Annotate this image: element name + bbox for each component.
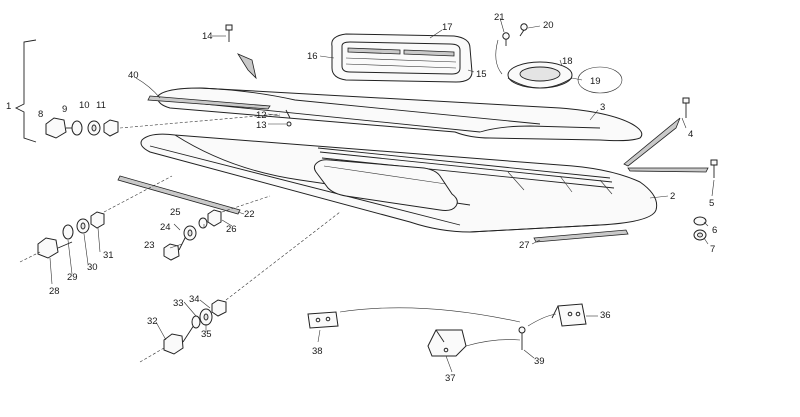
strip-22 xyxy=(117,175,241,215)
bolt-set-28-31 xyxy=(19,175,173,263)
callout-28: 28 xyxy=(49,286,60,297)
callout-32: 32 xyxy=(147,316,158,327)
callout-21: 21 xyxy=(494,12,505,23)
callout-13: 13 xyxy=(256,120,267,131)
grommet xyxy=(507,61,623,94)
leader-lines xyxy=(49,17,715,373)
callout-5: 5 xyxy=(709,198,714,209)
callout-30: 30 xyxy=(87,262,98,273)
bolt-set-32-35 xyxy=(139,211,341,363)
strip-27 xyxy=(533,229,629,243)
strip-40 xyxy=(147,95,271,110)
callout-12: 12 xyxy=(256,110,267,121)
callout-18: 18 xyxy=(562,56,573,67)
callout-1: 1 xyxy=(6,101,11,112)
callout-14: 14 xyxy=(202,31,213,42)
callout-40: 40 xyxy=(128,70,139,81)
pin-39 xyxy=(518,326,526,350)
vent-assembly xyxy=(331,33,473,83)
callout-35: 35 xyxy=(201,329,212,340)
callout-23: 23 xyxy=(144,240,155,251)
callout-22: 22 xyxy=(244,209,255,220)
callout-19: 19 xyxy=(590,76,601,87)
main-panel xyxy=(140,133,658,233)
bracket-37 xyxy=(427,329,521,357)
callout-2: 2 xyxy=(670,191,675,202)
callout-29: 29 xyxy=(67,272,78,283)
callout-10: 10 xyxy=(79,100,90,111)
callout-36: 36 xyxy=(600,310,611,321)
callout-26: 26 xyxy=(226,224,237,235)
fastener-5 xyxy=(627,159,718,178)
callout-25: 25 xyxy=(170,207,181,218)
pins-12-13 xyxy=(285,109,292,127)
bracket-36 xyxy=(527,303,587,327)
callout-31: 31 xyxy=(103,250,114,261)
nuts-6-7 xyxy=(693,216,707,241)
callout-labels: 1 2 3 4 5 6 7 8 9 10 11 12 13 14 15 16 1… xyxy=(6,12,717,384)
callout-39: 39 xyxy=(534,356,545,367)
upper-cover xyxy=(157,87,643,142)
callout-20: 20 xyxy=(543,20,554,31)
callout-16: 16 xyxy=(307,51,318,62)
bracket-38 xyxy=(307,307,521,329)
screws-20-21 xyxy=(495,23,528,75)
callout-15: 15 xyxy=(476,69,487,80)
callout-7: 7 xyxy=(710,244,715,255)
callout-33: 33 xyxy=(173,298,184,309)
callout-27: 27 xyxy=(519,240,530,251)
fastener-4 xyxy=(623,97,690,167)
bolt-set-23-26 xyxy=(163,195,271,261)
group-bracket xyxy=(14,39,37,143)
callout-6: 6 xyxy=(712,225,717,236)
screw-14 xyxy=(225,24,257,80)
callout-9: 9 xyxy=(62,104,67,115)
bolt-set-8-11 xyxy=(45,113,281,139)
callout-3: 3 xyxy=(600,102,605,113)
callout-8: 8 xyxy=(38,109,43,120)
callout-34: 34 xyxy=(189,294,200,305)
callout-11: 11 xyxy=(96,100,106,111)
callout-17: 17 xyxy=(442,22,453,33)
callout-38: 38 xyxy=(312,346,323,357)
callout-24: 24 xyxy=(160,222,171,233)
callout-37: 37 xyxy=(445,373,456,384)
callout-4: 4 xyxy=(688,129,693,140)
